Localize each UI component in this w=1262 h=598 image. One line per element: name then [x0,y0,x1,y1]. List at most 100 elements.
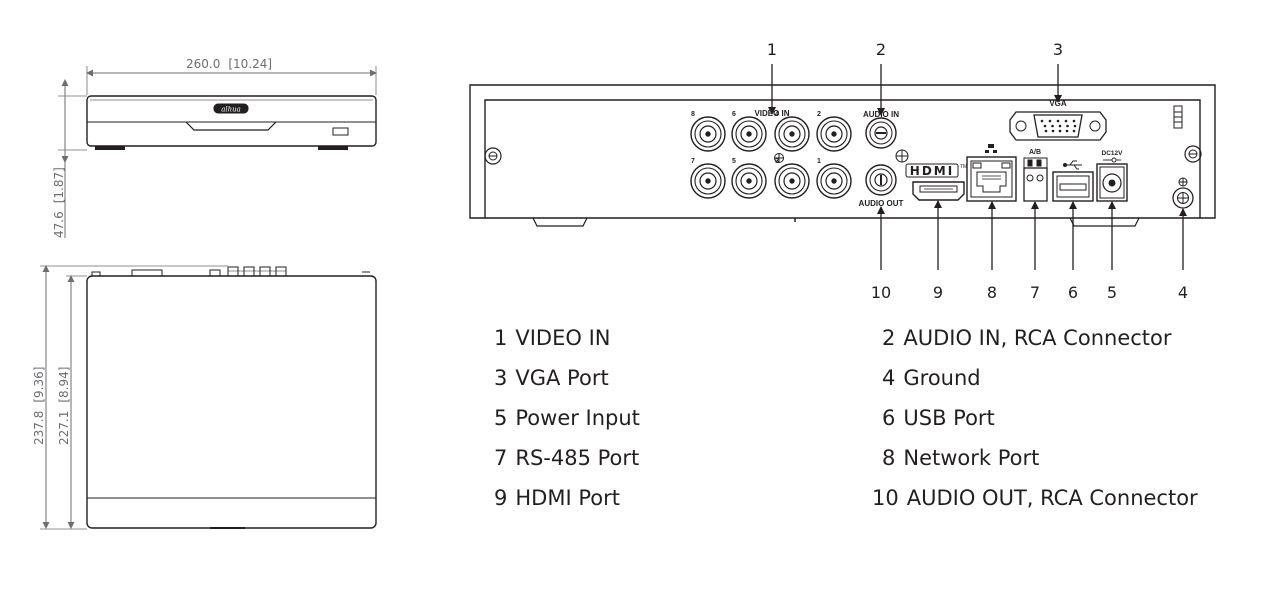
front-body [86,95,377,147]
vga-pin [1040,119,1044,123]
callout-3: 3 [1053,40,1063,59]
bnc-connector [816,163,852,199]
vga-pin [1056,119,1060,123]
bnc-channel-number: 7 [691,158,695,165]
vga-pin [1051,124,1054,128]
bnc-channel-number: 5 [732,158,736,165]
audio-out-connector [865,164,897,196]
usb-icon [1063,160,1082,170]
legend-number: 7 [494,446,508,470]
legend-label: AUDIO IN, RCA Connector [903,326,1172,350]
front-bezel [185,121,277,131]
rs485-port [1023,157,1048,202]
legend-label: Power Input [515,406,640,430]
vga-pin [1072,119,1076,123]
power-port [1096,163,1128,202]
legend-number: 4 [882,366,896,390]
vga-pin [1044,129,1048,133]
dc12v-label: DC12V [1102,150,1124,157]
logo [213,103,249,114]
bnc-connector [690,163,726,199]
bnc-connector [774,163,810,199]
legend-item: 5 Power Input [494,406,640,430]
bnc-channel-number: 1 [817,158,821,165]
vga-pin [1065,129,1069,133]
legend-number: 9 [494,486,508,510]
callout-9: 9 [933,283,943,302]
legend-label: VGA Port [515,366,609,390]
bnc-channel-number: 3 [775,158,779,165]
height-dimension-label: 47.6[1.87] [52,167,66,238]
bnc-channel-number: 4 [775,111,779,118]
legend-label: HDMI Port [515,486,620,510]
legend-number: 5 [494,406,508,430]
bnc-connector [690,116,726,152]
vga-pins [1040,119,1077,133]
audio-in-connector [865,117,897,149]
svg-text:HDMI: HDMI [910,164,954,178]
legend-item: 9 HDMI Port [494,486,620,510]
callout-lines [768,64,1187,270]
callout-4: 4 [1178,283,1188,302]
legend-number: 3 [494,366,508,390]
callout-2: 2 [876,40,886,59]
hdmi-logo: HDMI TM [905,163,967,178]
bnc-connector [731,163,767,199]
vga-pin [1058,124,1062,128]
legend-item: 4 Ground [882,366,981,390]
depth-outer-dimension-label: 237.8[9.36] [32,367,46,445]
width-dimension-label: 260.0[10.24] [186,57,272,71]
bnc-connector [816,116,852,152]
legend-number: 8 [882,446,896,470]
network-port [966,156,1017,202]
bnc-connector [774,116,810,152]
left-screw [484,147,502,165]
vga-label: VGA [1049,99,1067,108]
legend-item: 3 VGA Port [494,366,609,390]
vga-pin [1058,129,1062,133]
vga-port [1009,111,1107,141]
audio-out-label: AUDIO OUT [859,199,904,208]
callout-8: 8 [987,283,997,302]
network-icon [985,144,997,153]
legend-number: 6 [882,406,896,430]
vga-pin [1051,129,1055,133]
bnc-channel-number: 8 [691,111,695,118]
video-in-bnc-group: 8 6 4 2 7 5 3 1 [690,111,852,199]
legend-item: 2 AUDIO IN, RCA Connector [882,326,1172,350]
callout-6: 6 [1068,283,1078,302]
vga-pin [1072,129,1076,133]
legend-number: 1 [494,326,508,350]
rs485-ab-label: A/B [1029,149,1041,156]
callout-1: 1 [767,40,777,59]
hdmi-port [912,181,965,201]
usb-port [1052,171,1094,202]
legend-label: Ground [903,366,981,390]
legend-label: VIDEO IN [515,326,611,350]
callout-5: 5 [1107,283,1117,302]
vga-pin [1073,124,1077,128]
legend-number: 2 [882,326,896,350]
front-view: alhua [58,66,377,238]
bnc-channel-number: 2 [817,111,821,118]
right-screw [1184,145,1202,163]
legend-item: 1 VIDEO IN [494,326,610,350]
ground-terminal [1172,177,1194,209]
vga-pin [1066,124,1069,128]
callout-numbers-bottom: 10 9 8 7 6 5 4 [871,283,1188,302]
ground-symbol-small [774,149,909,163]
vga-pin [1043,124,1047,128]
depth-inner-dimension-label: 227.1[8.94] [57,367,71,445]
front-usb-port [332,127,349,136]
bnc-channel-number: 6 [732,111,736,118]
power-polarity-icon [1103,157,1121,163]
vga-pin [1064,119,1068,123]
callout-7: 7 [1030,283,1040,302]
callout-numbers-top: 1 2 3 [767,40,1063,59]
rear-chassis [469,84,1216,219]
legend-label: AUDIO OUT, RCA Connector [906,486,1198,510]
